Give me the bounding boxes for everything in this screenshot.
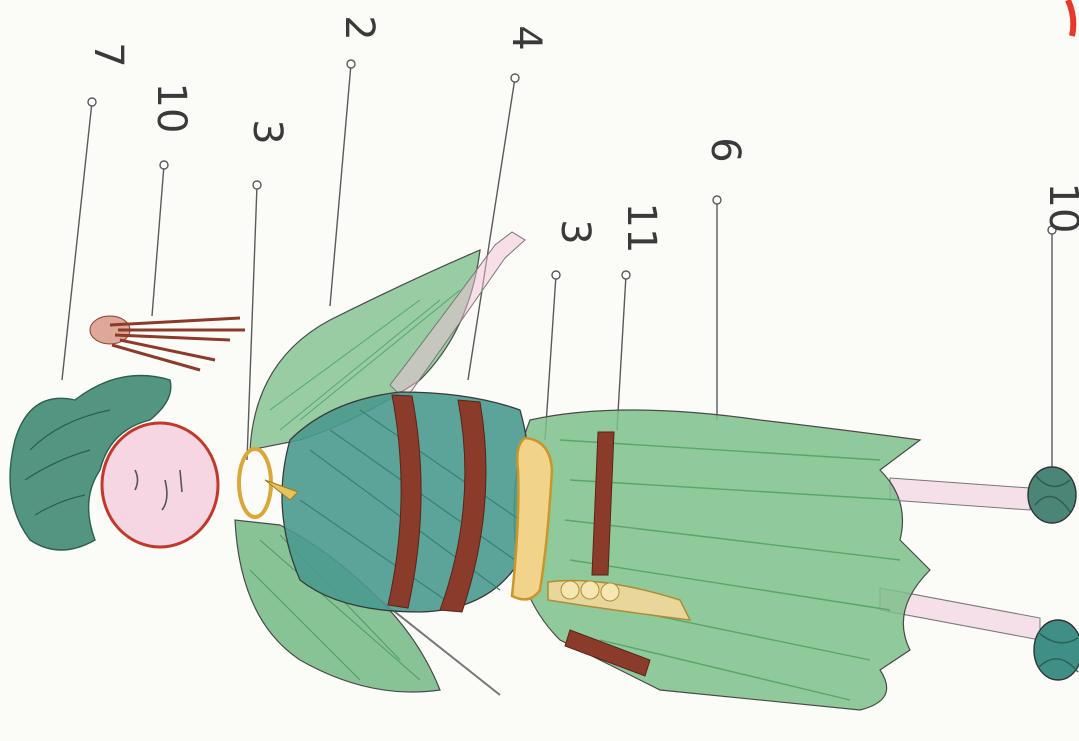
gold-collar (239, 449, 271, 517)
callout-number-2: 2 (336, 15, 382, 40)
callout-number-3-top: 3 (244, 119, 290, 144)
callout-number-10-top: 10 (148, 83, 194, 134)
callout-number-4: 4 (503, 25, 549, 50)
ponytail (90, 316, 245, 370)
red-corner-mark (1068, 0, 1073, 36)
callout-number-6: 6 (702, 137, 748, 162)
skirt (514, 410, 930, 710)
callout-numbers: 7 10 3 2 4 3 11 6 10 (85, 15, 1079, 253)
fairy-figure (10, 232, 1079, 710)
callout-number-3-waist: 3 (552, 219, 598, 244)
face (102, 423, 218, 547)
shoe-upper (1028, 467, 1076, 523)
callout-number-10-feet: 10 (1040, 183, 1079, 234)
shoe-lower (1034, 620, 1079, 680)
callout-number-7: 7 (85, 42, 131, 67)
callout-number-11: 11 (618, 203, 664, 254)
leg-upper (890, 478, 1030, 510)
